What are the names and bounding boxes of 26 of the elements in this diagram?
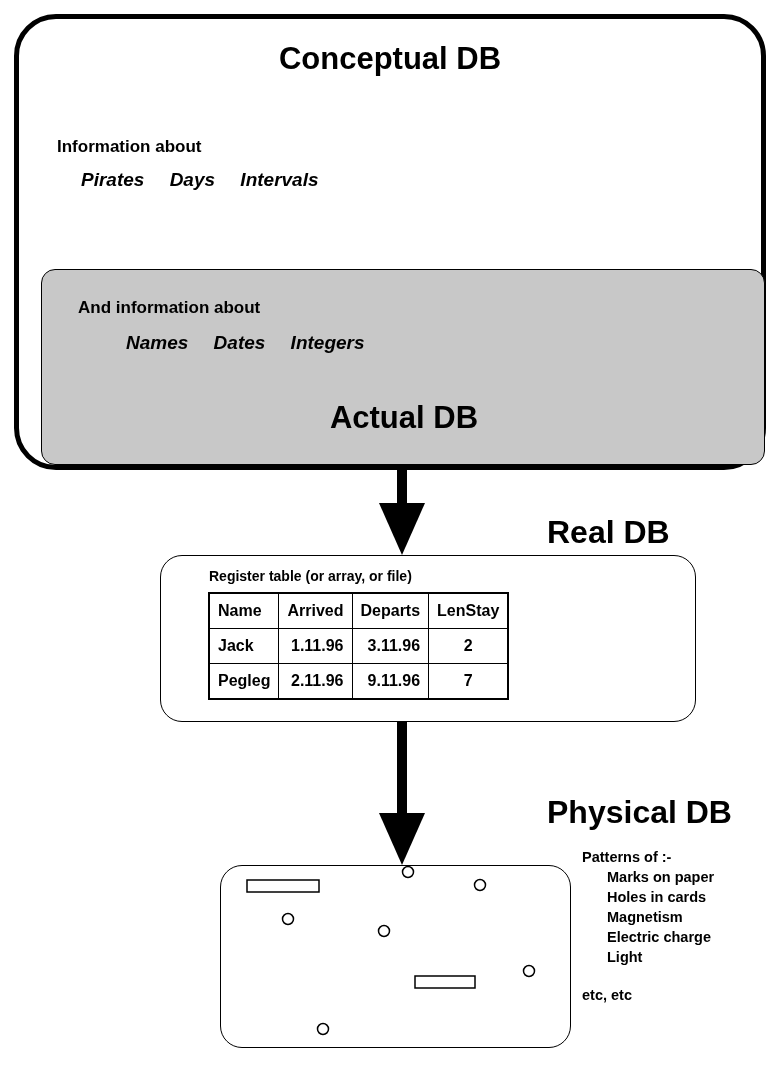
side-note: Marks on paper [607,869,715,885]
item-list: Pirates Days Intervals [81,169,319,191]
table-cell: 3.11.96 [352,628,429,664]
side-note: etc, etc [582,987,632,1003]
side-note: Light [607,949,643,965]
side-note: Electric charge [607,929,711,945]
arrow [379,470,425,555]
table-header-cell: Departs [352,593,429,629]
description-text: And information about [78,298,261,318]
rounded-box [14,14,766,470]
table-header-cell: Name [209,593,279,629]
section-heading: Conceptual DB [277,41,503,77]
item-list: Names Dates Integers [126,332,365,354]
section-heading: Physical DB [547,794,732,831]
shaded-panel [41,269,765,465]
section-heading: Real DB [547,514,670,551]
table-header-cell: Arrived [278,593,352,629]
section-heading: Actual DB [328,400,480,436]
description-text: Information about [57,137,202,157]
side-note: Holes in cards [607,889,707,905]
side-note: Magnetism [607,909,683,925]
arrow [379,722,425,865]
table-caption: Register table (or array, or file) [209,568,412,584]
table-cell: 1.11.96 [278,628,352,664]
table-cell: Jack [209,628,279,664]
side-note: Patterns of :- [582,849,672,865]
